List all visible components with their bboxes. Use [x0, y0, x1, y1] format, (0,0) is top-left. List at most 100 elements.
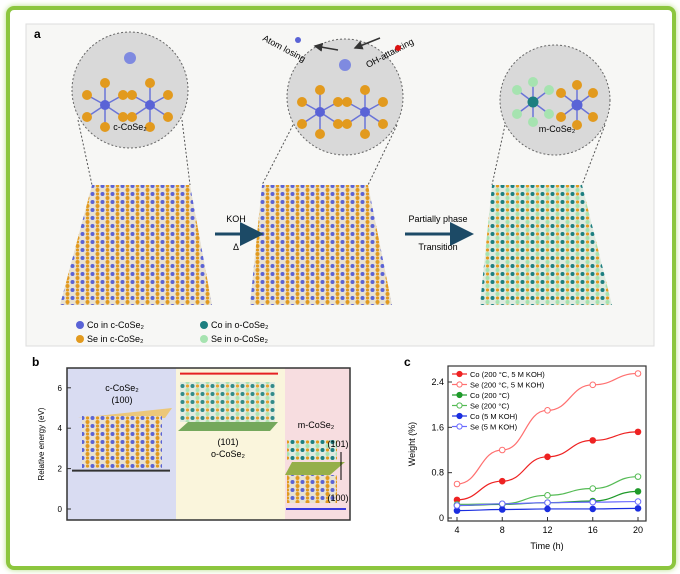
se-atom-icon: [512, 85, 522, 95]
se-atom-icon: [127, 90, 137, 100]
c-cose2-zoom-circle: [71, 31, 189, 149]
panel-a: a c-CoSe₂ m-CoSe₂ Atom losing OH-attacki…: [25, 23, 655, 347]
c-xtick: 8: [500, 525, 505, 535]
c-ytick: 1.6: [431, 422, 444, 432]
data-point: [544, 499, 551, 507]
co-atom-icon: [527, 96, 539, 108]
b-ytick: 2: [58, 465, 63, 474]
legend-label: Se (5 M KOH): [470, 423, 518, 432]
c-xtick: 4: [454, 525, 459, 535]
se-atom-icon: [528, 77, 538, 87]
se-atom-icon: [342, 97, 352, 107]
se-atom-icon: [360, 129, 370, 139]
c-facet: (100): [111, 395, 132, 405]
se-atom-icon: [100, 122, 110, 132]
legend-marker: [456, 381, 463, 388]
m-facet-bottom: (100): [327, 493, 348, 503]
se-atom-icon: [360, 85, 370, 95]
legend-marker: [456, 412, 463, 420]
se-atom-icon: [528, 117, 538, 127]
se-atom-icon: [315, 85, 325, 95]
se-atom-icon: [342, 119, 352, 129]
m-cose2-structure: [287, 475, 337, 503]
co-atom-icon: [124, 52, 136, 64]
c-xtick: 16: [588, 525, 598, 535]
se-atom-icon: [378, 97, 388, 107]
b-ylabel: Relative energy (eV): [37, 407, 46, 480]
data-point: [498, 477, 506, 485]
panel-c-label: c: [404, 355, 411, 369]
co-atom-icon: [100, 100, 110, 110]
se-atom-icon: [163, 112, 173, 122]
arrow1-bottom-label: Δ: [233, 242, 239, 252]
data-point: [634, 370, 642, 377]
c-xtick: 20: [633, 525, 643, 535]
se-atom-icon: [297, 97, 307, 107]
se-atom-icon: [333, 97, 343, 107]
data-point: [589, 437, 597, 444]
panel-a-label: a: [34, 27, 41, 41]
data-point: [544, 453, 551, 461]
se-atom-icon: [315, 129, 325, 139]
data-point: [453, 502, 461, 509]
b-ytick: 4: [58, 424, 63, 433]
m-facet-top: (101): [327, 439, 348, 449]
o-facet: (101): [217, 437, 238, 447]
se-atom-icon: [163, 90, 173, 100]
c-ylabel: Weight (%): [407, 422, 417, 466]
lost-atom-icon: [295, 37, 301, 43]
se-atom-icon: [572, 80, 582, 90]
circle-right-label: m-CoSe₂: [539, 124, 576, 134]
legend-label: Co (5 M KOH): [470, 412, 518, 421]
data-point: [544, 407, 551, 414]
se-atom-icon: [145, 122, 155, 132]
data-point: [634, 505, 642, 512]
b-ytick: 0: [58, 505, 63, 514]
legend-label: Co (200 °C, 5 M KOH): [470, 370, 545, 379]
c-cose2-slab: [60, 185, 212, 305]
arrow2-top-label: Partially phase: [408, 214, 467, 224]
c-name: c-CoSe₂: [105, 383, 139, 393]
legend-marker: [456, 402, 463, 409]
c-ytick: 0: [439, 513, 444, 523]
data-point: [544, 492, 551, 499]
legend-label: Se (200 °C): [470, 402, 510, 411]
legend-label: Co (200 °C): [470, 391, 510, 400]
se-atom-icon: [118, 112, 128, 122]
se-atom-icon: [588, 112, 598, 122]
se-atom-icon: [82, 90, 92, 100]
se-atom-icon: [556, 88, 566, 98]
data-point: [634, 488, 642, 495]
se-atom-icon: [572, 120, 582, 130]
se-atom-icon: [82, 112, 92, 122]
b-ytick: 6: [58, 384, 63, 393]
se-atom-icon: [297, 119, 307, 129]
o-cose2-structure: [180, 382, 275, 422]
data-point: [498, 506, 506, 513]
etched-slab: [250, 185, 392, 305]
co-atom-icon: [339, 59, 351, 71]
se-atom-icon: [378, 119, 388, 129]
data-point: [498, 446, 506, 454]
arrow2-bottom-label: Transition: [418, 242, 457, 252]
data-point: [589, 485, 597, 492]
m-name: m-CoSe₂: [298, 420, 335, 430]
co-atom-icon: [145, 100, 155, 110]
co-atom-icon: [571, 99, 583, 111]
m-cose2-zoom-circle: [499, 44, 611, 156]
se-atom-icon: [100, 78, 110, 88]
se-atom-icon: [556, 112, 566, 122]
data-point: [453, 480, 461, 488]
data-point: [589, 381, 597, 389]
data-point: [544, 505, 551, 513]
o-name: o-CoSe₂: [211, 449, 246, 459]
se-atom-icon: [127, 112, 137, 122]
arrow1-top-label: KOH: [226, 214, 246, 224]
legend-marker: [456, 370, 463, 378]
data-point: [634, 498, 642, 505]
legend-item: Se in o-CoSe₂: [211, 334, 269, 344]
m-cose2-slab: [480, 185, 612, 305]
data-point: [589, 505, 597, 513]
